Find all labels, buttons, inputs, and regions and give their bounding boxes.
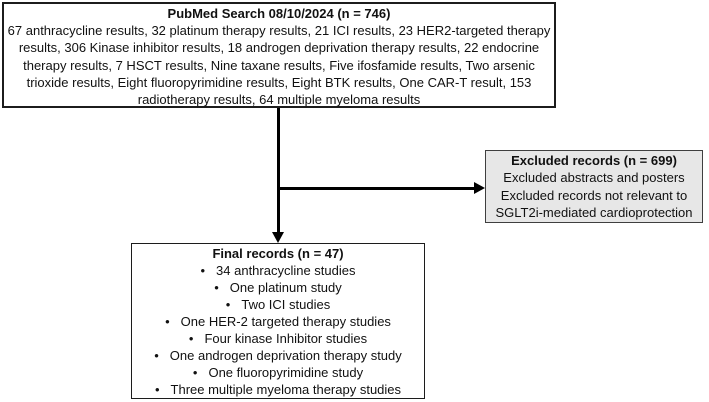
connector-horizontal-line — [277, 187, 474, 190]
excluded-records-box: Excluded records (n = 699) Excluded abst… — [485, 150, 703, 223]
final-record-item: Four kinase Inhibitor studies — [134, 330, 422, 347]
final-record-item: One androgen deprivation therapy study — [134, 347, 422, 364]
excluded-records-line: Excluded abstracts and posters — [503, 170, 685, 186]
pubmed-search-title: PubMed Search 08/10/2024 (n = 746) — [167, 6, 391, 21]
connector-vertical-line — [277, 108, 280, 233]
arrow-down-icon — [272, 232, 284, 243]
final-record-item: One fluoropyrimidine study — [134, 364, 422, 381]
excluded-records-title: Excluded records (n = 699) — [511, 153, 677, 168]
pubmed-search-results-text: 67 anthracycline results, 32 platinum th… — [7, 23, 551, 108]
final-records-box: Final records (n = 47) 34 anthracycline … — [131, 243, 425, 399]
final-records-title: Final records (n = 47) — [212, 246, 344, 261]
final-record-item: 34 anthracycline studies — [134, 262, 422, 279]
excluded-records-line: Excluded records not relevant to SGLT2i-… — [495, 187, 693, 221]
final-record-item: One platinum study — [134, 279, 422, 296]
final-records-list: 34 anthracycline studies One platinum st… — [134, 262, 422, 398]
arrow-right-icon — [474, 182, 485, 194]
final-record-item: Three multiple myeloma therapy studies — [134, 381, 422, 398]
final-record-item: One HER-2 targeted therapy studies — [134, 313, 422, 330]
final-record-item: Two ICI studies — [134, 296, 422, 313]
pubmed-search-box: PubMed Search 08/10/2024 (n = 746) 67 an… — [2, 2, 556, 108]
